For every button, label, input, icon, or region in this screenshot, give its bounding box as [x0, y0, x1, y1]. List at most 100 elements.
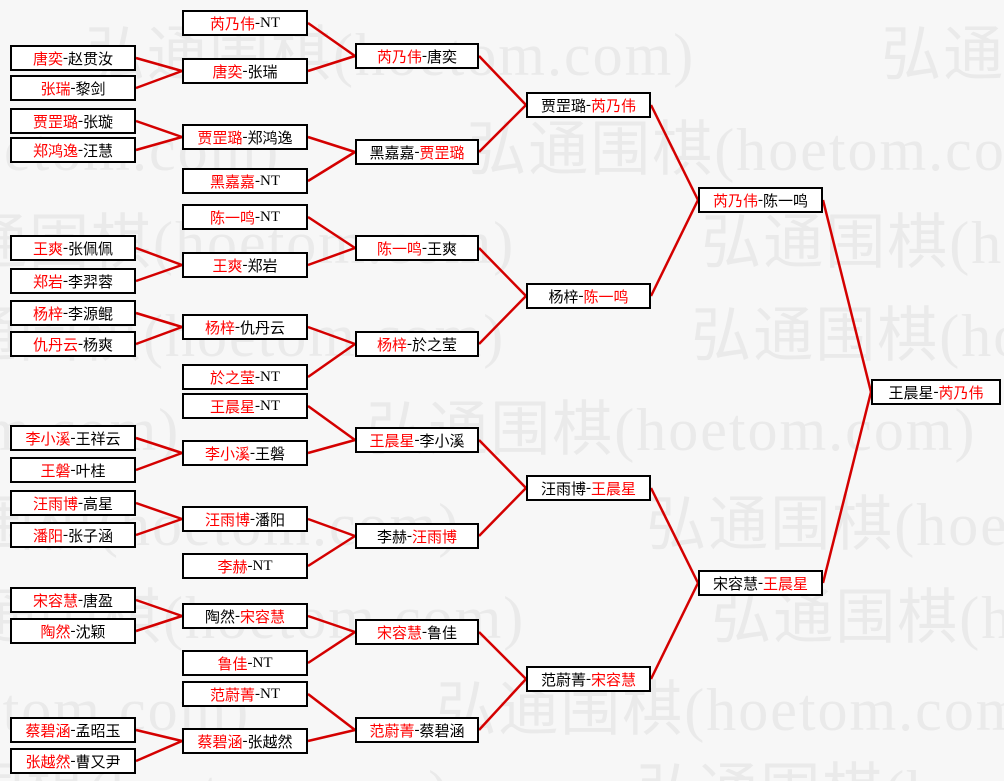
separator: - — [578, 287, 584, 304]
match-round-2-12: 李赫-NT — [182, 553, 308, 579]
player-2-name: 张璇 — [83, 114, 114, 131]
player-1-name: 唐奕 — [212, 64, 243, 81]
separator: - — [63, 49, 68, 66]
separator: - — [255, 397, 260, 414]
match-round-3-6: 李赫-汪雨博 — [355, 523, 479, 549]
player-1-name: 蔡碧涵 — [25, 723, 71, 740]
bracket-connector-line — [307, 630, 356, 665]
match-round-1-4: 郑鸿逸-汪慧 — [10, 137, 136, 163]
match-round-3-7: 宋容慧-鲁佳 — [355, 619, 479, 645]
separator: - — [242, 732, 248, 749]
bracket-connector-line — [478, 104, 527, 153]
bracket-connector-line — [307, 614, 356, 634]
player-2-name: 唐盈 — [83, 593, 114, 610]
separator: - — [255, 14, 260, 31]
player-2-name: 蔡碧涵 — [419, 723, 465, 740]
player-1-name: 李小溪 — [25, 431, 71, 448]
bracket-connector-line — [821, 391, 873, 584]
bracket-connector-line — [135, 598, 183, 618]
bracket-connector-line — [478, 678, 527, 731]
separator: - — [422, 239, 427, 256]
bracket-connector-line — [307, 534, 356, 568]
match-round-2-2: 唐奕-张瑞 — [182, 58, 308, 84]
bracket-connector-line — [135, 135, 183, 152]
player-1-name: 汪雨博 — [204, 512, 250, 529]
separator: - — [758, 574, 763, 591]
separator: - — [255, 208, 260, 225]
separator: - — [70, 721, 76, 738]
match-round-3-2: 黑嘉嘉-贾罡璐 — [355, 139, 479, 165]
match-quarterfinal-4: 范蔚菁-宋容慧 — [526, 666, 651, 692]
separator: - — [70, 79, 76, 96]
bracket-connector-line — [135, 614, 183, 633]
player-1-name: 陈一鸣 — [376, 241, 422, 258]
player-1-name: 陈一鸣 — [209, 210, 255, 227]
bracket-connector-line — [135, 119, 183, 139]
match-round-2-16: 蔡碧涵-张越然 — [182, 728, 308, 754]
match-round-1-11: 汪雨博-高星 — [10, 490, 136, 516]
separator: - — [255, 368, 260, 385]
player-1-name: 王磐 — [40, 463, 71, 480]
bracket-connector-line — [135, 436, 183, 455]
match-round-3-1: 芮乃伟-唐奕 — [355, 43, 479, 69]
match-semifinal-2: 宋容慧-王晨星 — [698, 570, 823, 596]
separator: - — [255, 172, 260, 189]
bracket-connector-line — [307, 325, 356, 346]
match-round-1-6: 郑岩-李羿蓉 — [10, 268, 136, 294]
bracket-connector-line — [478, 247, 527, 297]
player-2-name: 王晨星 — [591, 481, 637, 498]
player-1-name: 贾罡璐 — [540, 98, 586, 115]
bracket-connector-line — [135, 739, 183, 763]
player-2-name: NT — [260, 172, 280, 189]
bracket-connector-line — [307, 150, 356, 183]
bracket-connector-line — [307, 54, 356, 73]
player-2-name: 张子涵 — [68, 528, 114, 545]
match-round-1-2: 张瑞-黎剑 — [10, 75, 136, 101]
player-1-name: 范蔚菁 — [540, 672, 586, 689]
separator: - — [63, 526, 68, 543]
separator: - — [250, 444, 255, 461]
player-1-name: 潘阳 — [32, 528, 63, 545]
separator: - — [422, 623, 427, 640]
match-round-1-9: 李小溪-王祥云 — [10, 425, 136, 451]
separator: - — [70, 752, 76, 769]
player-1-name: 李赫 — [217, 559, 248, 576]
player-1-name: 汪雨博 — [32, 496, 78, 513]
match-round-3-5: 王晨星-李小溪 — [355, 427, 479, 453]
match-round-2-10: 李小溪-王磐 — [182, 440, 308, 466]
separator: - — [250, 510, 255, 527]
separator: - — [414, 431, 420, 448]
player-1-name: 李小溪 — [204, 446, 250, 463]
bracket-connector-line — [478, 487, 527, 537]
separator: - — [78, 494, 83, 511]
bracket-connector-line — [135, 56, 183, 73]
player-2-name: 张佩佩 — [68, 241, 114, 258]
separator: - — [78, 112, 83, 129]
player-1-name: 王晨星 — [369, 433, 415, 450]
match-round-1-3: 贾罡璐-张璇 — [10, 108, 136, 134]
player-2-name: NT — [252, 557, 273, 574]
match-round-2-9: 王晨星-NT — [182, 393, 308, 419]
separator: - — [63, 304, 68, 321]
bracket-connector-line — [135, 246, 183, 267]
separator: - — [242, 62, 248, 79]
player-1-name: 张瑞 — [40, 81, 71, 98]
player-2-name: 汪慧 — [83, 143, 114, 160]
bracket-connector-line — [649, 199, 700, 297]
player-2-name: 陈一鸣 — [763, 193, 809, 210]
player-2-name: 陈一鸣 — [583, 289, 629, 306]
match-round-2-7: 杨梓-仇丹云 — [182, 314, 308, 340]
separator: - — [247, 654, 253, 671]
player-1-name: 杨梓 — [376, 337, 407, 354]
separator: - — [586, 670, 591, 687]
match-round-2-15: 范蔚菁-NT — [182, 681, 308, 707]
bracket-connector-line — [307, 404, 356, 442]
match-round-3-3: 陈一鸣-王爽 — [355, 235, 479, 261]
player-2-name: 曹又尹 — [75, 754, 121, 771]
match-round-2-11: 汪雨博-潘阳 — [182, 506, 308, 532]
bracket-connector-line — [135, 517, 183, 537]
match-quarterfinal-2: 杨梓-陈一鸣 — [526, 283, 651, 309]
bracket-connector-line — [307, 728, 356, 743]
player-1-name: 范蔚菁 — [369, 723, 415, 740]
